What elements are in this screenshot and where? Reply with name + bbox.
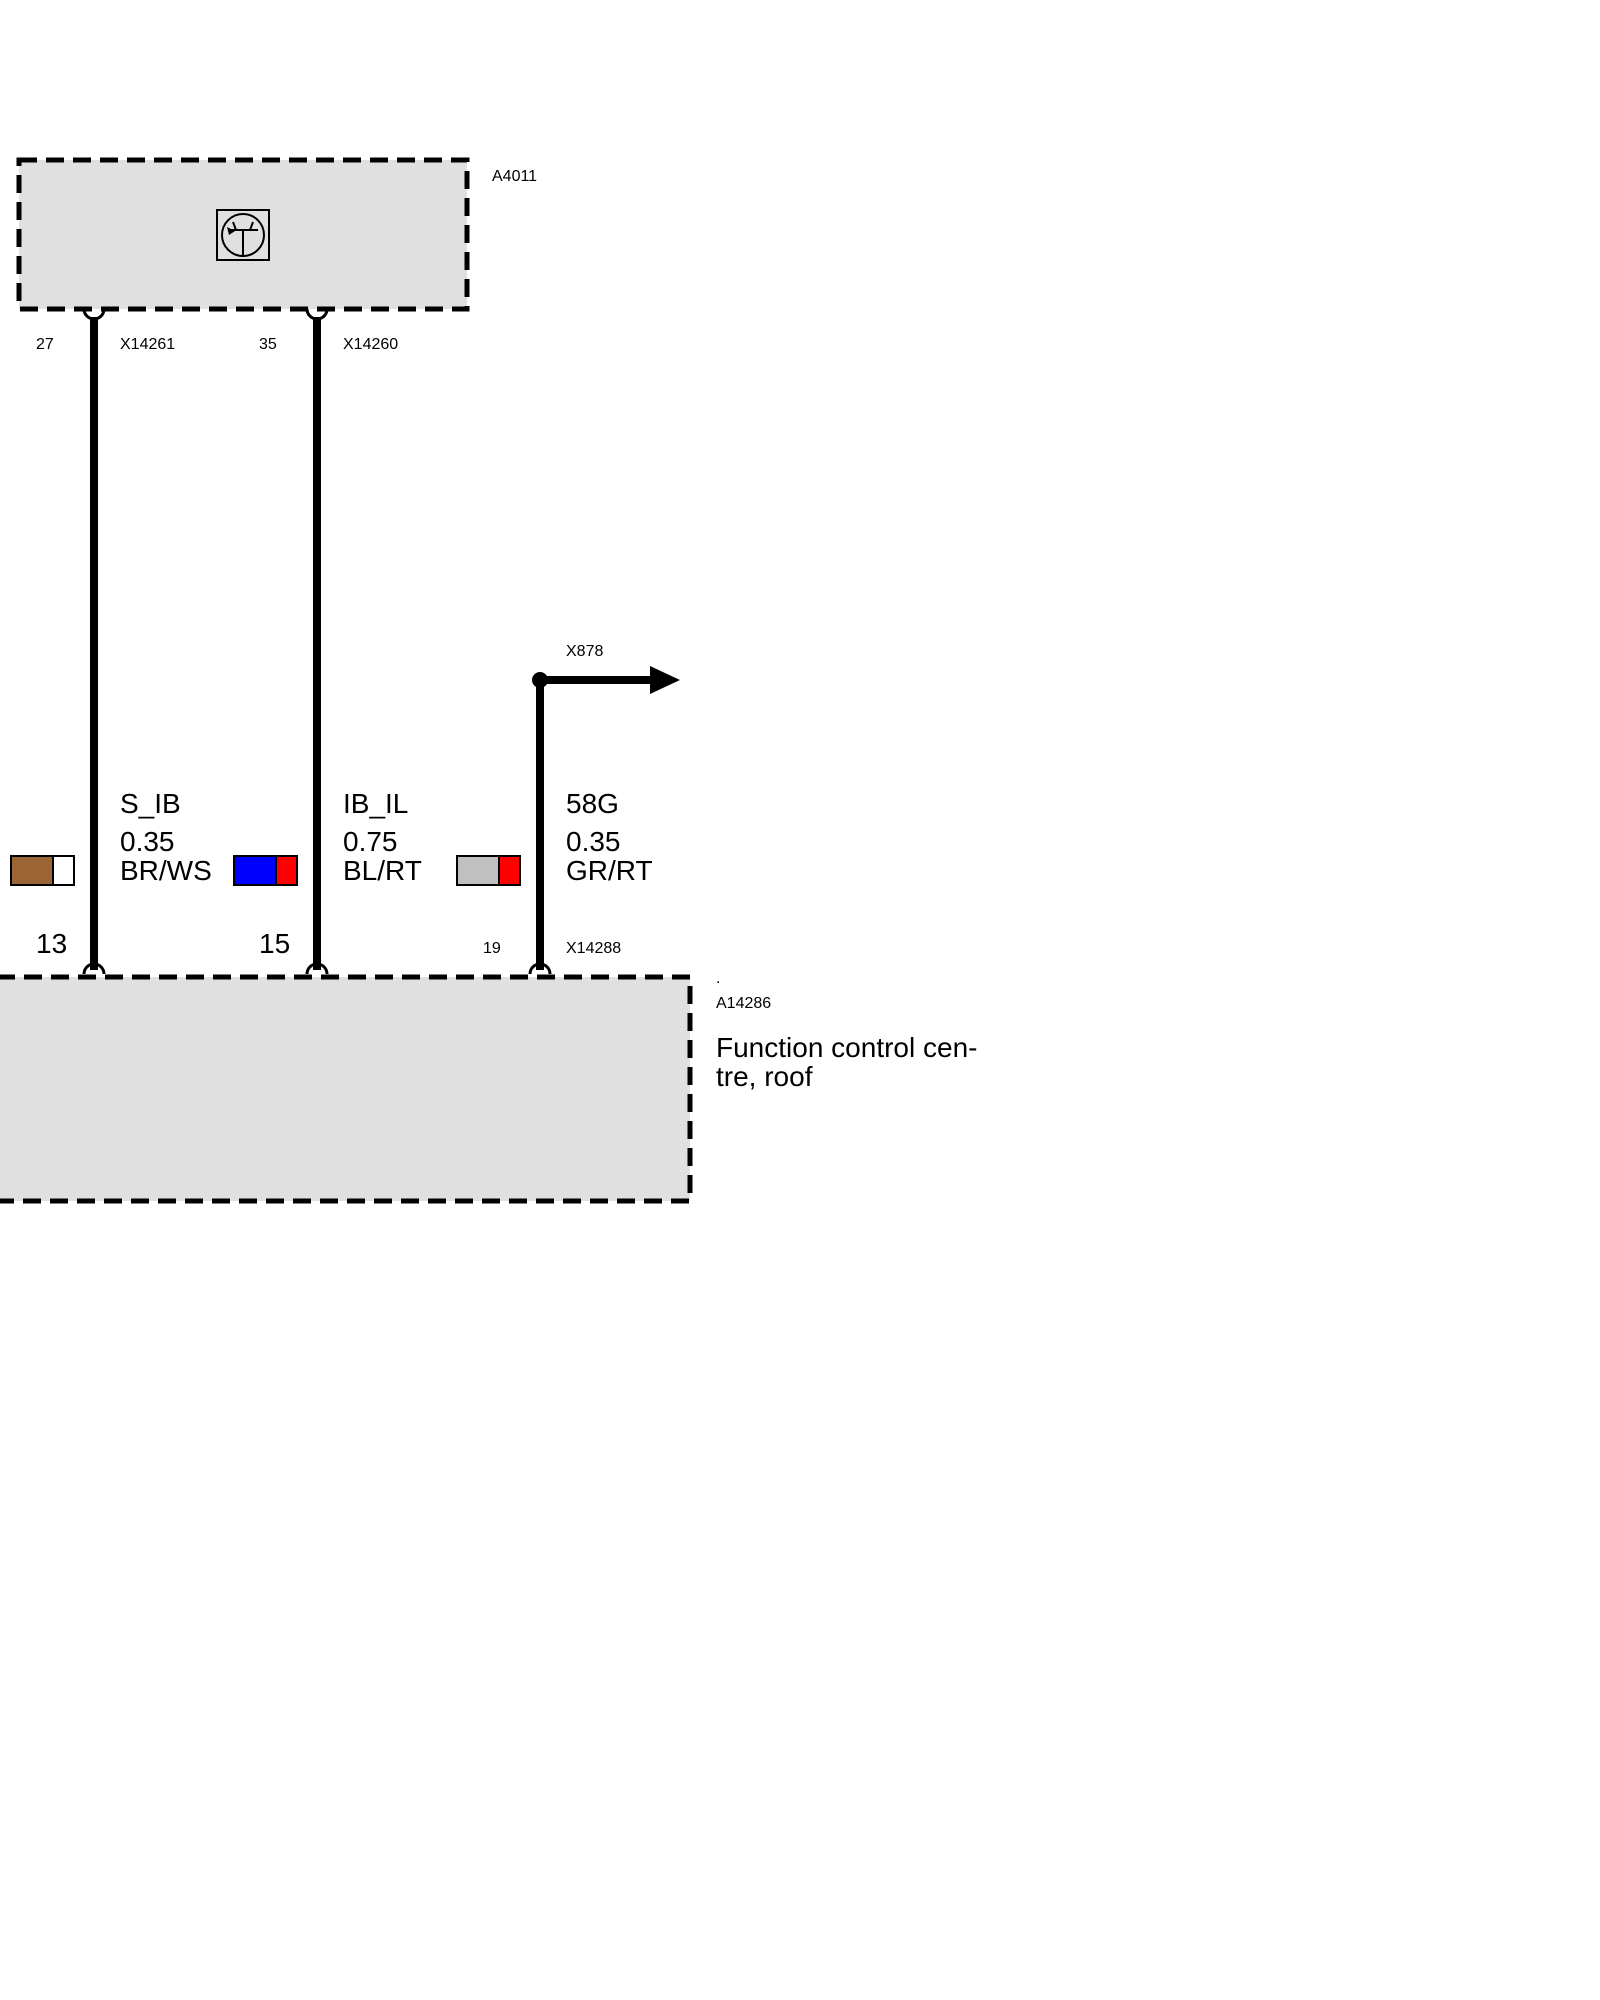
wire-s-ib-bottom-pin: 13 (36, 928, 67, 959)
wire-58g-bottom-connector: X14288 (566, 940, 621, 957)
off-page-arrow-icon (650, 666, 680, 694)
wire-s-ib (82, 308, 106, 975)
connector-hook-bottom (82, 962, 106, 975)
wire-58g (528, 666, 680, 975)
wire-58g-cross-section: 0.35 (566, 826, 621, 857)
module-a4011-id: A4011 (492, 168, 537, 185)
wire-ib-il-cross-section: 0.75 (343, 826, 398, 857)
wire-s-ib-color-code: BR/WS (120, 855, 212, 886)
wire-s-ib-color-swatch (10, 855, 75, 886)
wire-s-ib-top-pin: 27 (36, 336, 54, 353)
connector-hook-bottom (305, 962, 329, 975)
wire-58g-color-swatch (456, 855, 521, 886)
module-a14286-id: A14286 (716, 995, 771, 1012)
wire-ib-il (305, 308, 329, 975)
wire-ib-il-color-code: BL/RT (343, 855, 422, 886)
wire-s-ib-top-connector: X14261 (120, 336, 175, 353)
wire-ib-il-top-connector: X14260 (343, 336, 398, 353)
connector-hook-bottom (528, 962, 552, 975)
wire-ib-il-signal: IB_IL (343, 788, 408, 819)
module-a14286-description-line1: Function control cen- (716, 1032, 977, 1063)
wire-s-ib-cross-section: 0.35 (120, 826, 175, 857)
module-a14286-description-line2: tre, roof (716, 1061, 813, 1092)
splice-dot (532, 672, 548, 688)
connector-hook-top (305, 308, 329, 321)
wire-s-ib-signal: S_IB (120, 788, 181, 819)
wire-ib-il-color-swatch (233, 855, 298, 886)
wire-58g-signal: 58G (566, 788, 619, 819)
wire-ib-il-bottom-pin: 15 (259, 928, 290, 959)
module-a14286-box (0, 974, 693, 1204)
wire-ib-il-top-pin: 35 (259, 336, 277, 353)
module-a14286-dot: . (716, 970, 720, 987)
connector-hook-top (82, 308, 106, 321)
wire-58g-bottom-pin: 19 (483, 940, 501, 957)
interior-light-icon (216, 209, 270, 261)
wire-58g-color-code: GR/RT (566, 855, 653, 886)
wire-58g-off-page-connector: X878 (566, 643, 603, 660)
